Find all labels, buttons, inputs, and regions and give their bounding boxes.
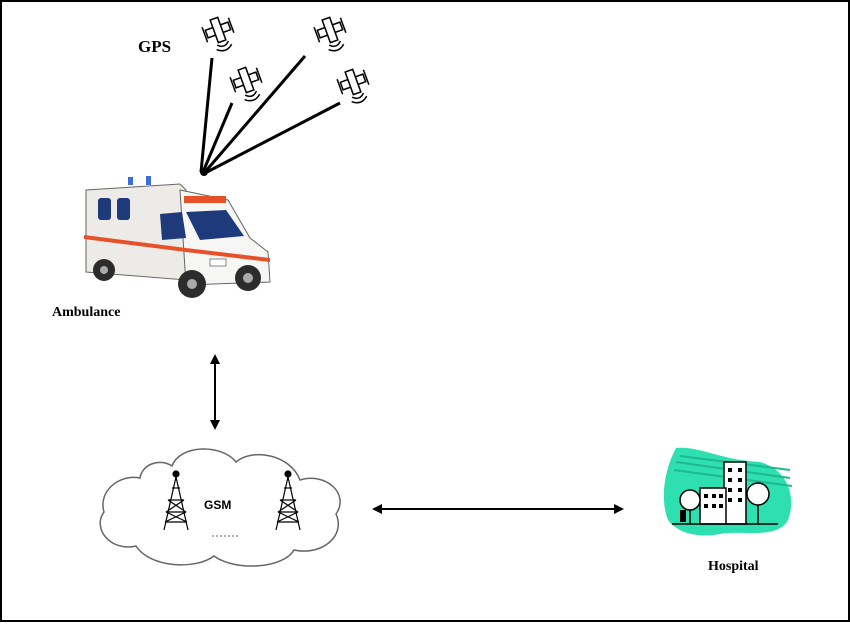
hospital-building-icon [663,447,793,536]
gps-convergence-point [200,168,208,176]
gps-signal-lines [199,55,341,174]
satellite-icon [336,68,370,104]
tower-icon [163,470,189,531]
ambulance-icon [84,176,271,298]
gsm-label: GSM [204,498,231,512]
gsm-cloud-icon [99,448,341,567]
satellite-icon [313,16,347,52]
satellite-icon [229,66,263,102]
gps-label: GPS [138,37,171,56]
tower-icon [275,470,301,531]
satellite-icon [201,16,235,52]
ambulance-label: Ambulance [52,305,120,320]
hospital-label: Hospital [708,559,759,574]
